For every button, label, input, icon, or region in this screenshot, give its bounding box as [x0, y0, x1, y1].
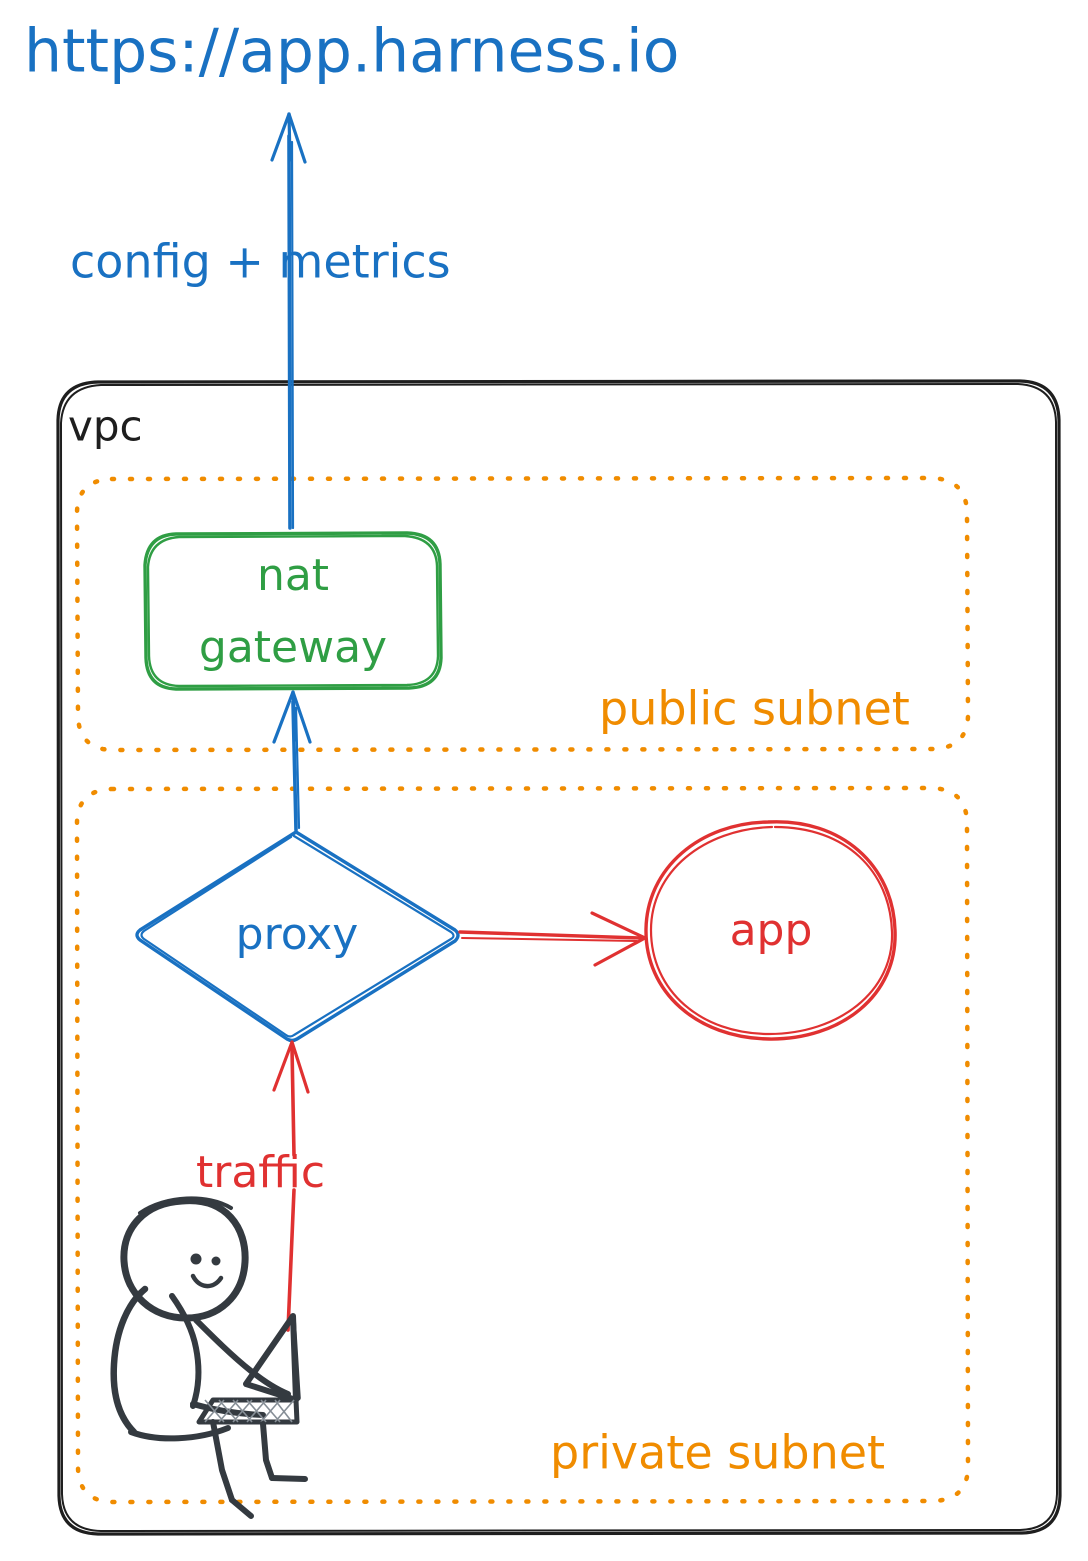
user-person-with-laptop-icon [110, 1196, 308, 1519]
nat-gateway-node[interactable] [143, 531, 443, 691]
eye-right-icon [211, 1256, 221, 1266]
proxy-label: proxy [236, 909, 359, 960]
harness-url-label: https://app.harness.io [24, 17, 679, 87]
app-node[interactable] [644, 820, 897, 1041]
edge-traffic-to-proxy [272, 1040, 310, 1332]
public-subnet-container [74, 475, 971, 753]
nat-gateway-label-line2: gateway [199, 622, 387, 673]
eye-left-icon [190, 1253, 202, 1265]
app-label: app [730, 905, 813, 956]
laptop-keyboard-hatch-icon [204, 1399, 295, 1423]
public-subnet-label: public subnet [599, 682, 910, 736]
edge-proxy-to-nat [272, 690, 312, 832]
edge-proxy-to-app [458, 911, 647, 967]
edge-nat-to-harness [270, 112, 307, 530]
traffic-edge-label: traffic [196, 1147, 325, 1198]
config-metrics-edge-label: config + metrics [70, 235, 451, 289]
nat-gateway-label-line1: nat [257, 550, 329, 601]
private-subnet-label: private subnet [550, 1426, 885, 1480]
vpc-container [56, 379, 1062, 1536]
vpc-container-label: vpc [68, 402, 143, 451]
